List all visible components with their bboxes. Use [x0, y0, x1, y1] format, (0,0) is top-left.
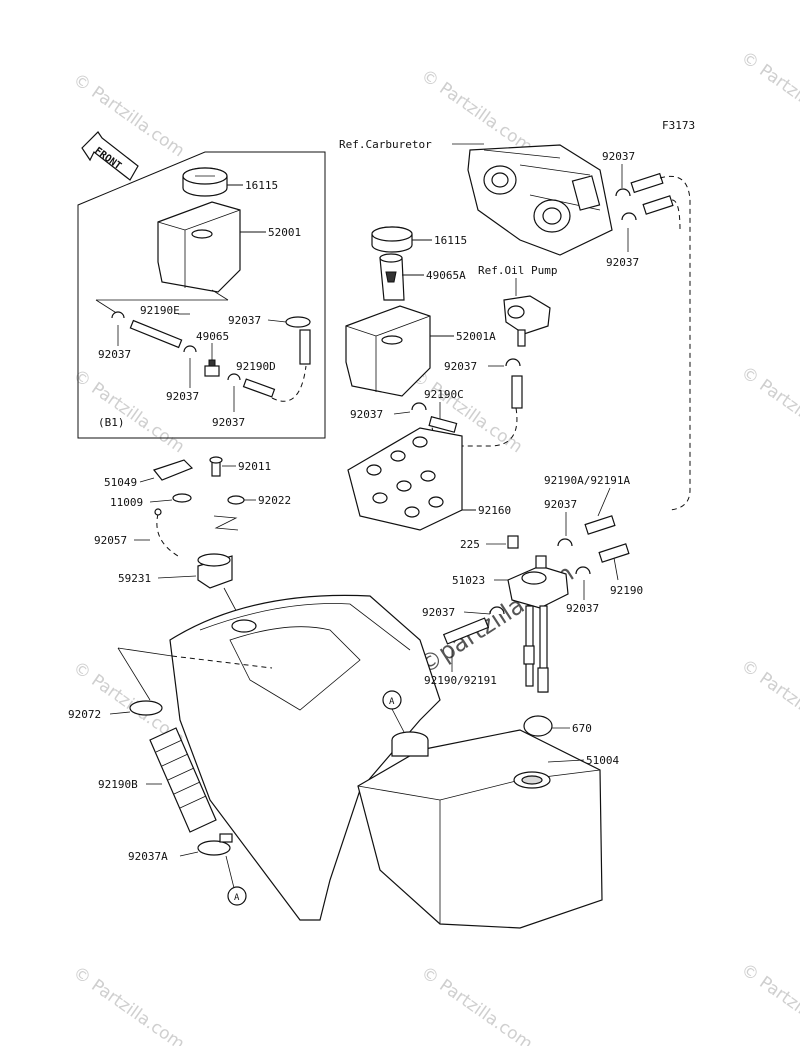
label-92037: 92037 — [166, 390, 199, 403]
label-ref-oil-pump: Ref.Oil Pump — [478, 264, 557, 277]
label-92037: 92037 — [602, 150, 635, 163]
watermark-text: © Partzilla.com — [737, 363, 800, 455]
label-92160: 92160 — [478, 504, 511, 517]
b1-tank-52001: 52001 — [96, 201, 301, 301]
label-92190e: 92190E — [140, 304, 180, 317]
label-11009: 11009 — [110, 496, 143, 509]
label-92072: 92072 — [68, 708, 101, 721]
fuel-tank-51004: 670 51004 A — [357, 690, 619, 929]
label-92190d: 92190D — [236, 360, 276, 373]
label-92037a: 92037A — [128, 850, 168, 863]
watermark-text: © Partzilla.com — [737, 960, 800, 1046]
label-92190b: 92190B — [98, 778, 138, 791]
label-51049: 51049 — [104, 476, 137, 489]
label-49065a: 49065A — [426, 269, 466, 282]
watermark-text: © Partzilla.com — [737, 656, 800, 748]
label-92037: 92037 — [422, 606, 455, 619]
label-92190c: 92190C — [424, 388, 464, 401]
label-ref-carburetor: Ref.Carburetor — [339, 138, 432, 151]
label-670: 670 — [572, 722, 592, 735]
label-92037: 92037 — [444, 360, 477, 373]
label-59231: 59231 — [118, 572, 151, 585]
filler-parts: 51049 92011 11009 92022 92057 59231 — [94, 456, 291, 619]
label-92037: 92037 — [544, 498, 577, 511]
label-92022: 92022 — [258, 494, 291, 507]
label-51004: 51004 — [586, 754, 619, 767]
label-51023: 51023 — [452, 574, 485, 587]
valve-51023: 92190A/92191A 92037 225 51023 92190 9203… — [422, 474, 643, 693]
label-49065: 49065 — [196, 330, 229, 343]
watermark-text: © Partzilla.com — [417, 963, 536, 1046]
label-92037: 92037 — [98, 348, 131, 361]
label-52001: 52001 — [268, 226, 301, 239]
label-92037: 92037 — [606, 256, 639, 269]
label-92190: 92190 — [610, 584, 643, 597]
ref-a-marker: A — [389, 697, 395, 707]
watermark-text: © Partzilla.com — [417, 66, 536, 158]
label-92057: 92057 — [94, 534, 127, 547]
b1-label: (B1) — [98, 416, 125, 429]
label-92190a: 92190A/92191A — [544, 474, 630, 487]
front-arrow-icon: FRONT — [81, 131, 139, 181]
label-92011: 92011 — [238, 460, 271, 473]
b1-cap-16115: 16115 — [182, 167, 278, 197]
carburetor-ref: Ref.Carburetor — [339, 138, 613, 256]
label-92037: 92037 — [566, 602, 599, 615]
b1-frame: (B1) — [77, 151, 326, 439]
label-16115: 16115 — [245, 179, 278, 192]
label-52001a: 52001A — [456, 330, 496, 343]
oil-tank-group: 16115 49065A 52001A — [345, 226, 496, 397]
bracket-92160: 92160 — [347, 427, 511, 531]
right-hoses: 92037 92037 — [602, 150, 691, 511]
b1-fittings: 92037 92190E 92037 49065 92037 92190D 92… — [95, 299, 311, 429]
hull-outline — [117, 594, 441, 921]
label-92190-92191: 92190/92191 — [424, 674, 497, 687]
watermark-text: © Partzilla.com — [737, 48, 800, 140]
label-92037: 92037 — [350, 408, 383, 421]
label-16115: 16115 — [434, 234, 467, 247]
watermark-text: © Partzilla.com — [69, 963, 188, 1046]
filler-hose-group: 92072 92190B 92037A A — [68, 700, 247, 906]
label-92037: 92037 — [228, 314, 261, 327]
watermark-text: © Partzilla.com — [69, 366, 188, 458]
label-225: 225 — [460, 538, 480, 551]
figure-code: F3173 — [662, 119, 695, 132]
oil-tank-hoses: 92037 92190C 92037 — [350, 358, 523, 447]
ref-a-marker: A — [234, 893, 240, 903]
label-92037: 92037 — [212, 416, 245, 429]
oil-pump-ref: Ref.Oil Pump — [478, 264, 557, 347]
